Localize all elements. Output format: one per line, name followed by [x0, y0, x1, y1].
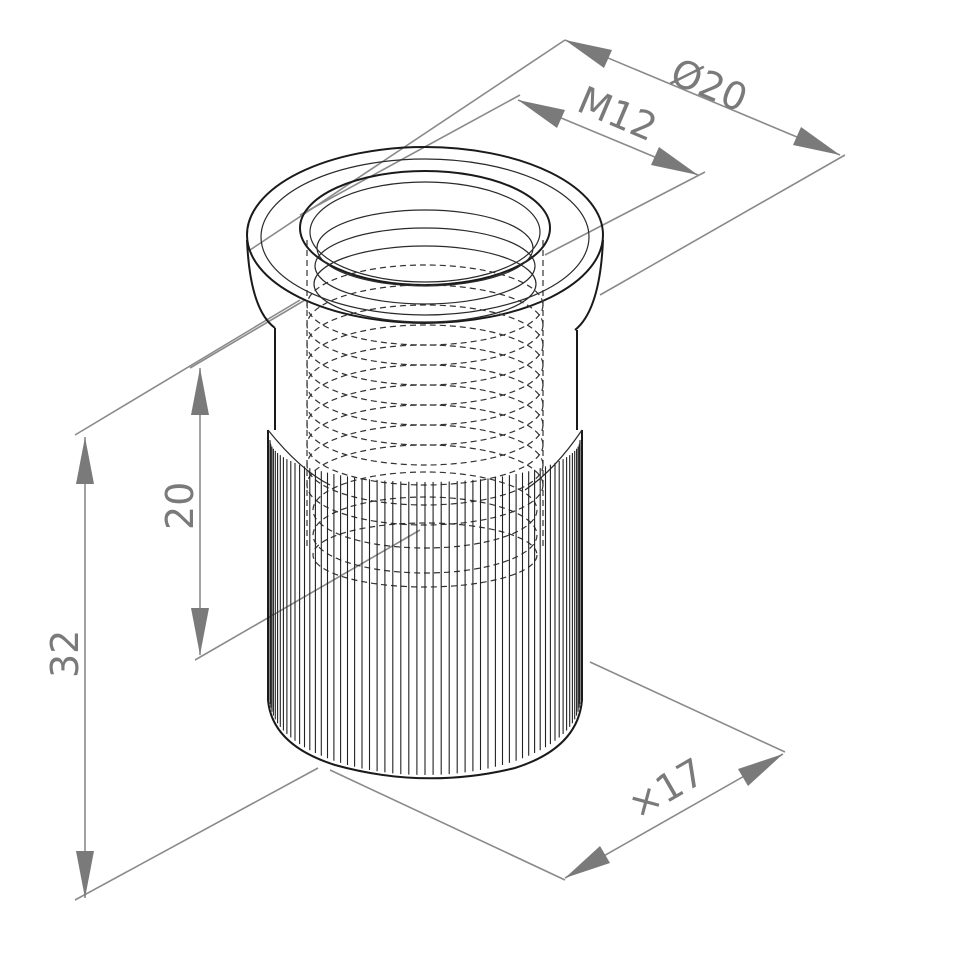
arrow-head	[191, 368, 209, 415]
label-total-length: 32	[43, 630, 87, 678]
bore-inner-edge	[309, 181, 541, 283]
dimension-thread-depth: 20	[158, 368, 209, 655]
extension-lines	[74, 39, 846, 901]
arrow-head	[76, 851, 94, 898]
knurl-lines	[269, 440, 581, 775]
arrow-head	[565, 846, 610, 878]
knurled-section	[267, 429, 583, 780]
arrow-head	[76, 437, 94, 484]
flange-lower-edge	[246, 239, 604, 331]
arrow-head	[793, 127, 840, 155]
arrow-head	[565, 40, 612, 68]
dimension-body-diameter: ×17	[564, 750, 784, 879]
rivet-nut-body	[246, 146, 604, 780]
dimension-total-length: 32	[43, 437, 94, 898]
label-body-diameter: ×17	[621, 750, 712, 828]
arrow-head	[191, 608, 209, 655]
label-thread-depth: 20	[158, 482, 202, 530]
flange-inner-ellipse	[260, 158, 590, 316]
arrow-head	[518, 100, 565, 128]
label-thread: M12	[571, 78, 663, 150]
arrow-head	[651, 147, 698, 175]
label-outer-flange: Ø20	[664, 50, 753, 121]
flange-outer-ellipse	[246, 146, 604, 324]
arrow-head	[738, 754, 783, 786]
